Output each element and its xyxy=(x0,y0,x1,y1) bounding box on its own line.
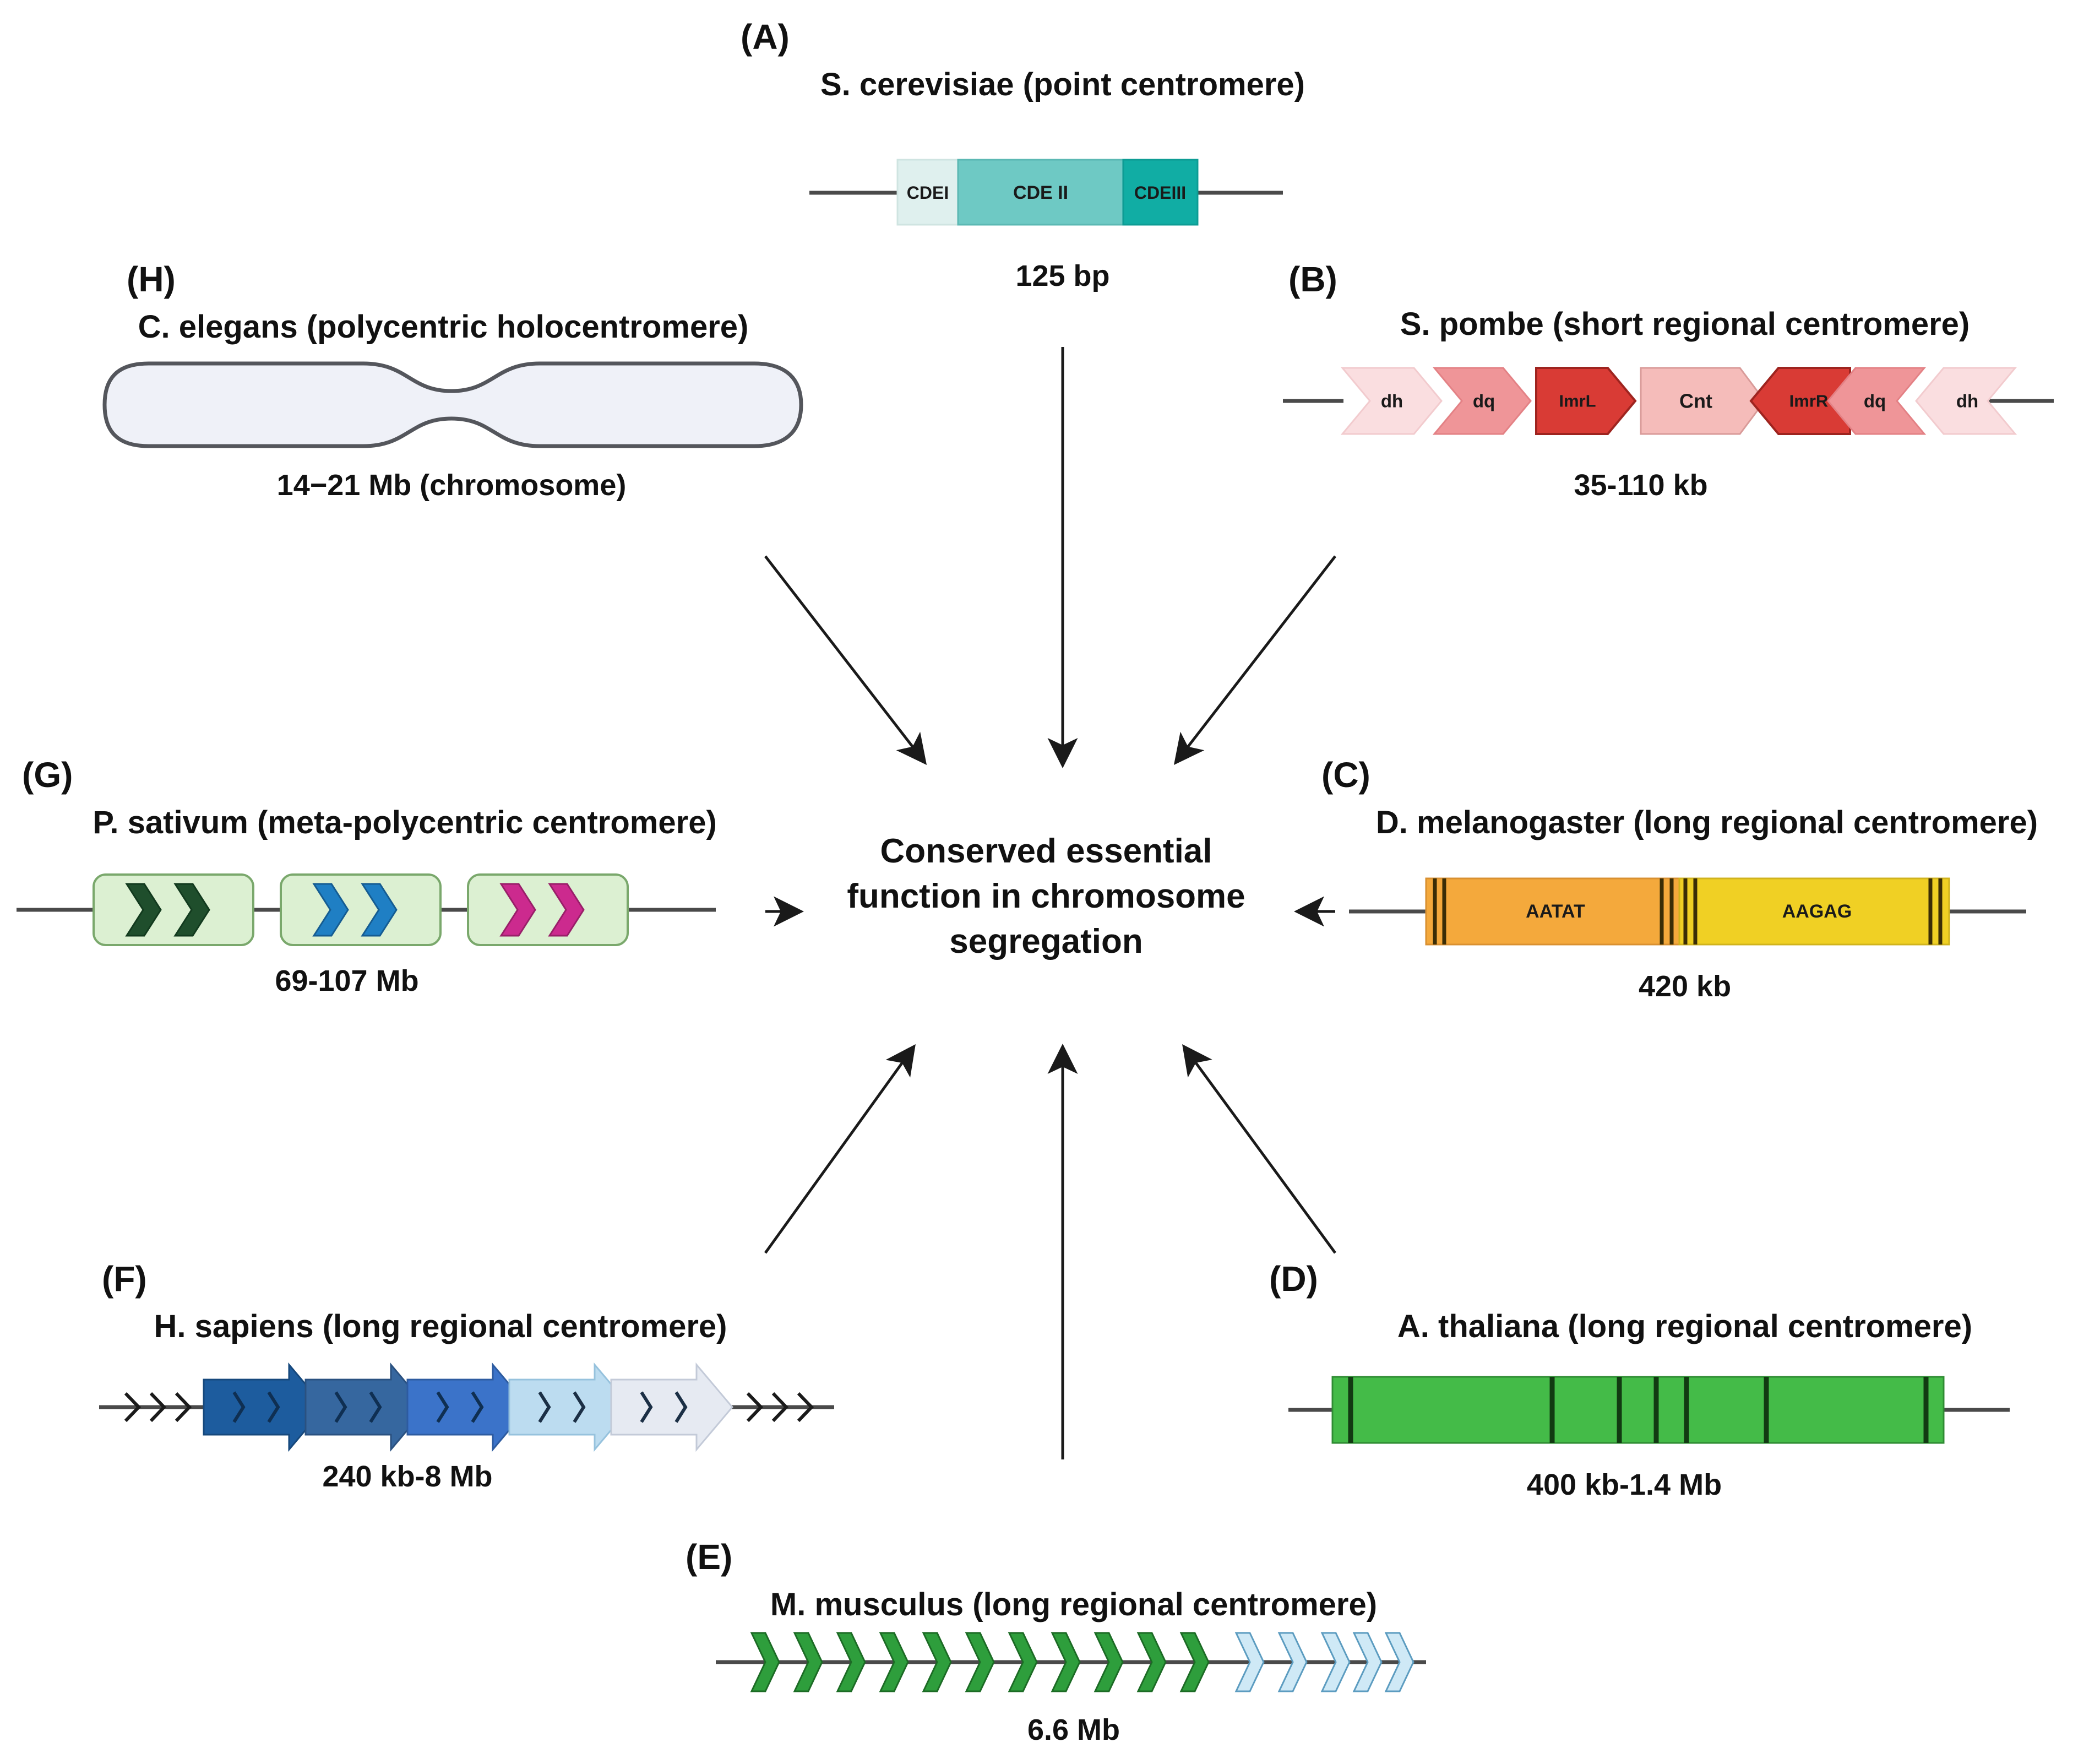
panel-f-title: H. sapiens (long regional centromere) xyxy=(154,1309,727,1344)
panel-a-title: S. cerevisiae (point centromere) xyxy=(820,67,1305,102)
celegans-chromosome xyxy=(102,361,803,448)
svg-text:dq: dq xyxy=(1473,391,1495,411)
pombe-element-dq-right: dq xyxy=(1827,367,1927,435)
panel-h-label: (H) xyxy=(127,259,176,299)
panel-c-diagram: AATAT AAGAG xyxy=(1349,877,2026,946)
panel-c-label: (C) xyxy=(1321,755,1370,795)
svg-text:dh: dh xyxy=(1956,391,1978,411)
svg-text:ImrR: ImrR xyxy=(1789,392,1829,411)
svg-text:AAGAG: AAGAG xyxy=(1782,901,1852,922)
pombe-element-dq-left: dq xyxy=(1432,367,1532,435)
panel-e-label: (E) xyxy=(686,1537,733,1577)
panel-b-diagram: dh dq ImrL Cnt ImrR dq dh xyxy=(1283,367,2054,435)
pombe-element-dh-left: dh xyxy=(1340,367,1443,435)
panel-c-size: 420 kb xyxy=(1638,970,1732,1003)
panel-g-size: 69-107 Mb xyxy=(275,964,419,997)
athaliana-block xyxy=(1331,1376,1945,1444)
svg-text:dq: dq xyxy=(1864,391,1886,411)
svg-text:Cnt: Cnt xyxy=(1679,390,1712,412)
panel-b-title: S. pombe (short regional centromere) xyxy=(1400,306,1970,342)
pombe-element-cnt: Cnt xyxy=(1640,367,1766,435)
hsap-arrow-5 xyxy=(610,1362,733,1452)
panel-g-diagram xyxy=(17,873,716,946)
psat-domain-1 xyxy=(93,873,254,946)
panel-h-diagram xyxy=(102,361,803,448)
mmus-chevrons-blue xyxy=(1234,1632,1414,1692)
panel-b-label: (B) xyxy=(1288,259,1337,299)
pombe-element-imrl: ImrL xyxy=(1535,367,1637,435)
panel-a-label: (A) xyxy=(741,17,790,57)
mmus-chevrons-green xyxy=(750,1632,1210,1692)
panel-d-title: A. thaliana (long regional centromere) xyxy=(1397,1309,1973,1344)
panel-d-size: 400 kb-1.4 Mb xyxy=(1526,1468,1722,1501)
hsap-arrow-4 xyxy=(508,1362,632,1452)
panel-e-size: 6.6 Mb xyxy=(1027,1713,1120,1746)
dmel-block-aatat: AATAT xyxy=(1425,877,1680,946)
svg-text:CDE II: CDE II xyxy=(1013,182,1068,203)
panel-h-size: 14−21 Mb (chromosome) xyxy=(276,469,627,502)
hub-line-1: Conserved essential xyxy=(880,832,1212,870)
panel-d-label: (D) xyxy=(1269,1259,1318,1299)
panel-g-label: (G) xyxy=(22,755,73,795)
panel-e-title: M. musculus (long regional centromere) xyxy=(770,1587,1378,1622)
svg-text:ImrL: ImrL xyxy=(1559,392,1596,411)
pombe-element-dh-right: dh xyxy=(1915,367,2017,435)
panel-e-diagram xyxy=(716,1632,1426,1692)
cde-segment-1: CDEI xyxy=(896,159,959,226)
panel-h-title: C. elegans (polycentric holocentromere) xyxy=(138,309,749,345)
hub-line-3: segregation xyxy=(949,922,1143,960)
dmel-block-aagag: AAGAG xyxy=(1678,877,1950,946)
panel-a-size: 125 bp xyxy=(1015,259,1110,292)
svg-text:CDEI: CDEI xyxy=(907,183,949,203)
panel-g-title: P. sativum (meta-polycentric centromere) xyxy=(93,805,717,840)
hsap-flank-ticks-right xyxy=(746,1392,814,1423)
psat-domain-2 xyxy=(280,873,442,946)
svg-text:dh: dh xyxy=(1381,391,1403,411)
panel-d-diagram xyxy=(1288,1376,2010,1444)
psat-domain-3 xyxy=(467,873,629,946)
hsap-flank-ticks-left xyxy=(124,1392,192,1423)
panel-a-diagram: CDEI CDE II CDEIII xyxy=(809,159,1283,226)
panel-f-size: 240 kb-8 Mb xyxy=(322,1460,493,1493)
svg-text:CDEIII: CDEIII xyxy=(1134,183,1186,203)
cde-segment-3: CDEIII xyxy=(1122,159,1199,226)
hub-line-2: function in chromosome xyxy=(847,877,1245,915)
panel-f-diagram xyxy=(99,1362,834,1452)
panel-c-title: D. melanogaster (long regional centromer… xyxy=(1375,805,2038,840)
panel-f-label: (F) xyxy=(102,1259,147,1299)
cde-segment-2: CDE II xyxy=(957,159,1124,226)
hub-text: Conserved essential function in chromoso… xyxy=(815,829,1277,964)
svg-text:AATAT: AATAT xyxy=(1526,901,1585,922)
panel-b-size: 35-110 kb xyxy=(1574,469,1708,502)
